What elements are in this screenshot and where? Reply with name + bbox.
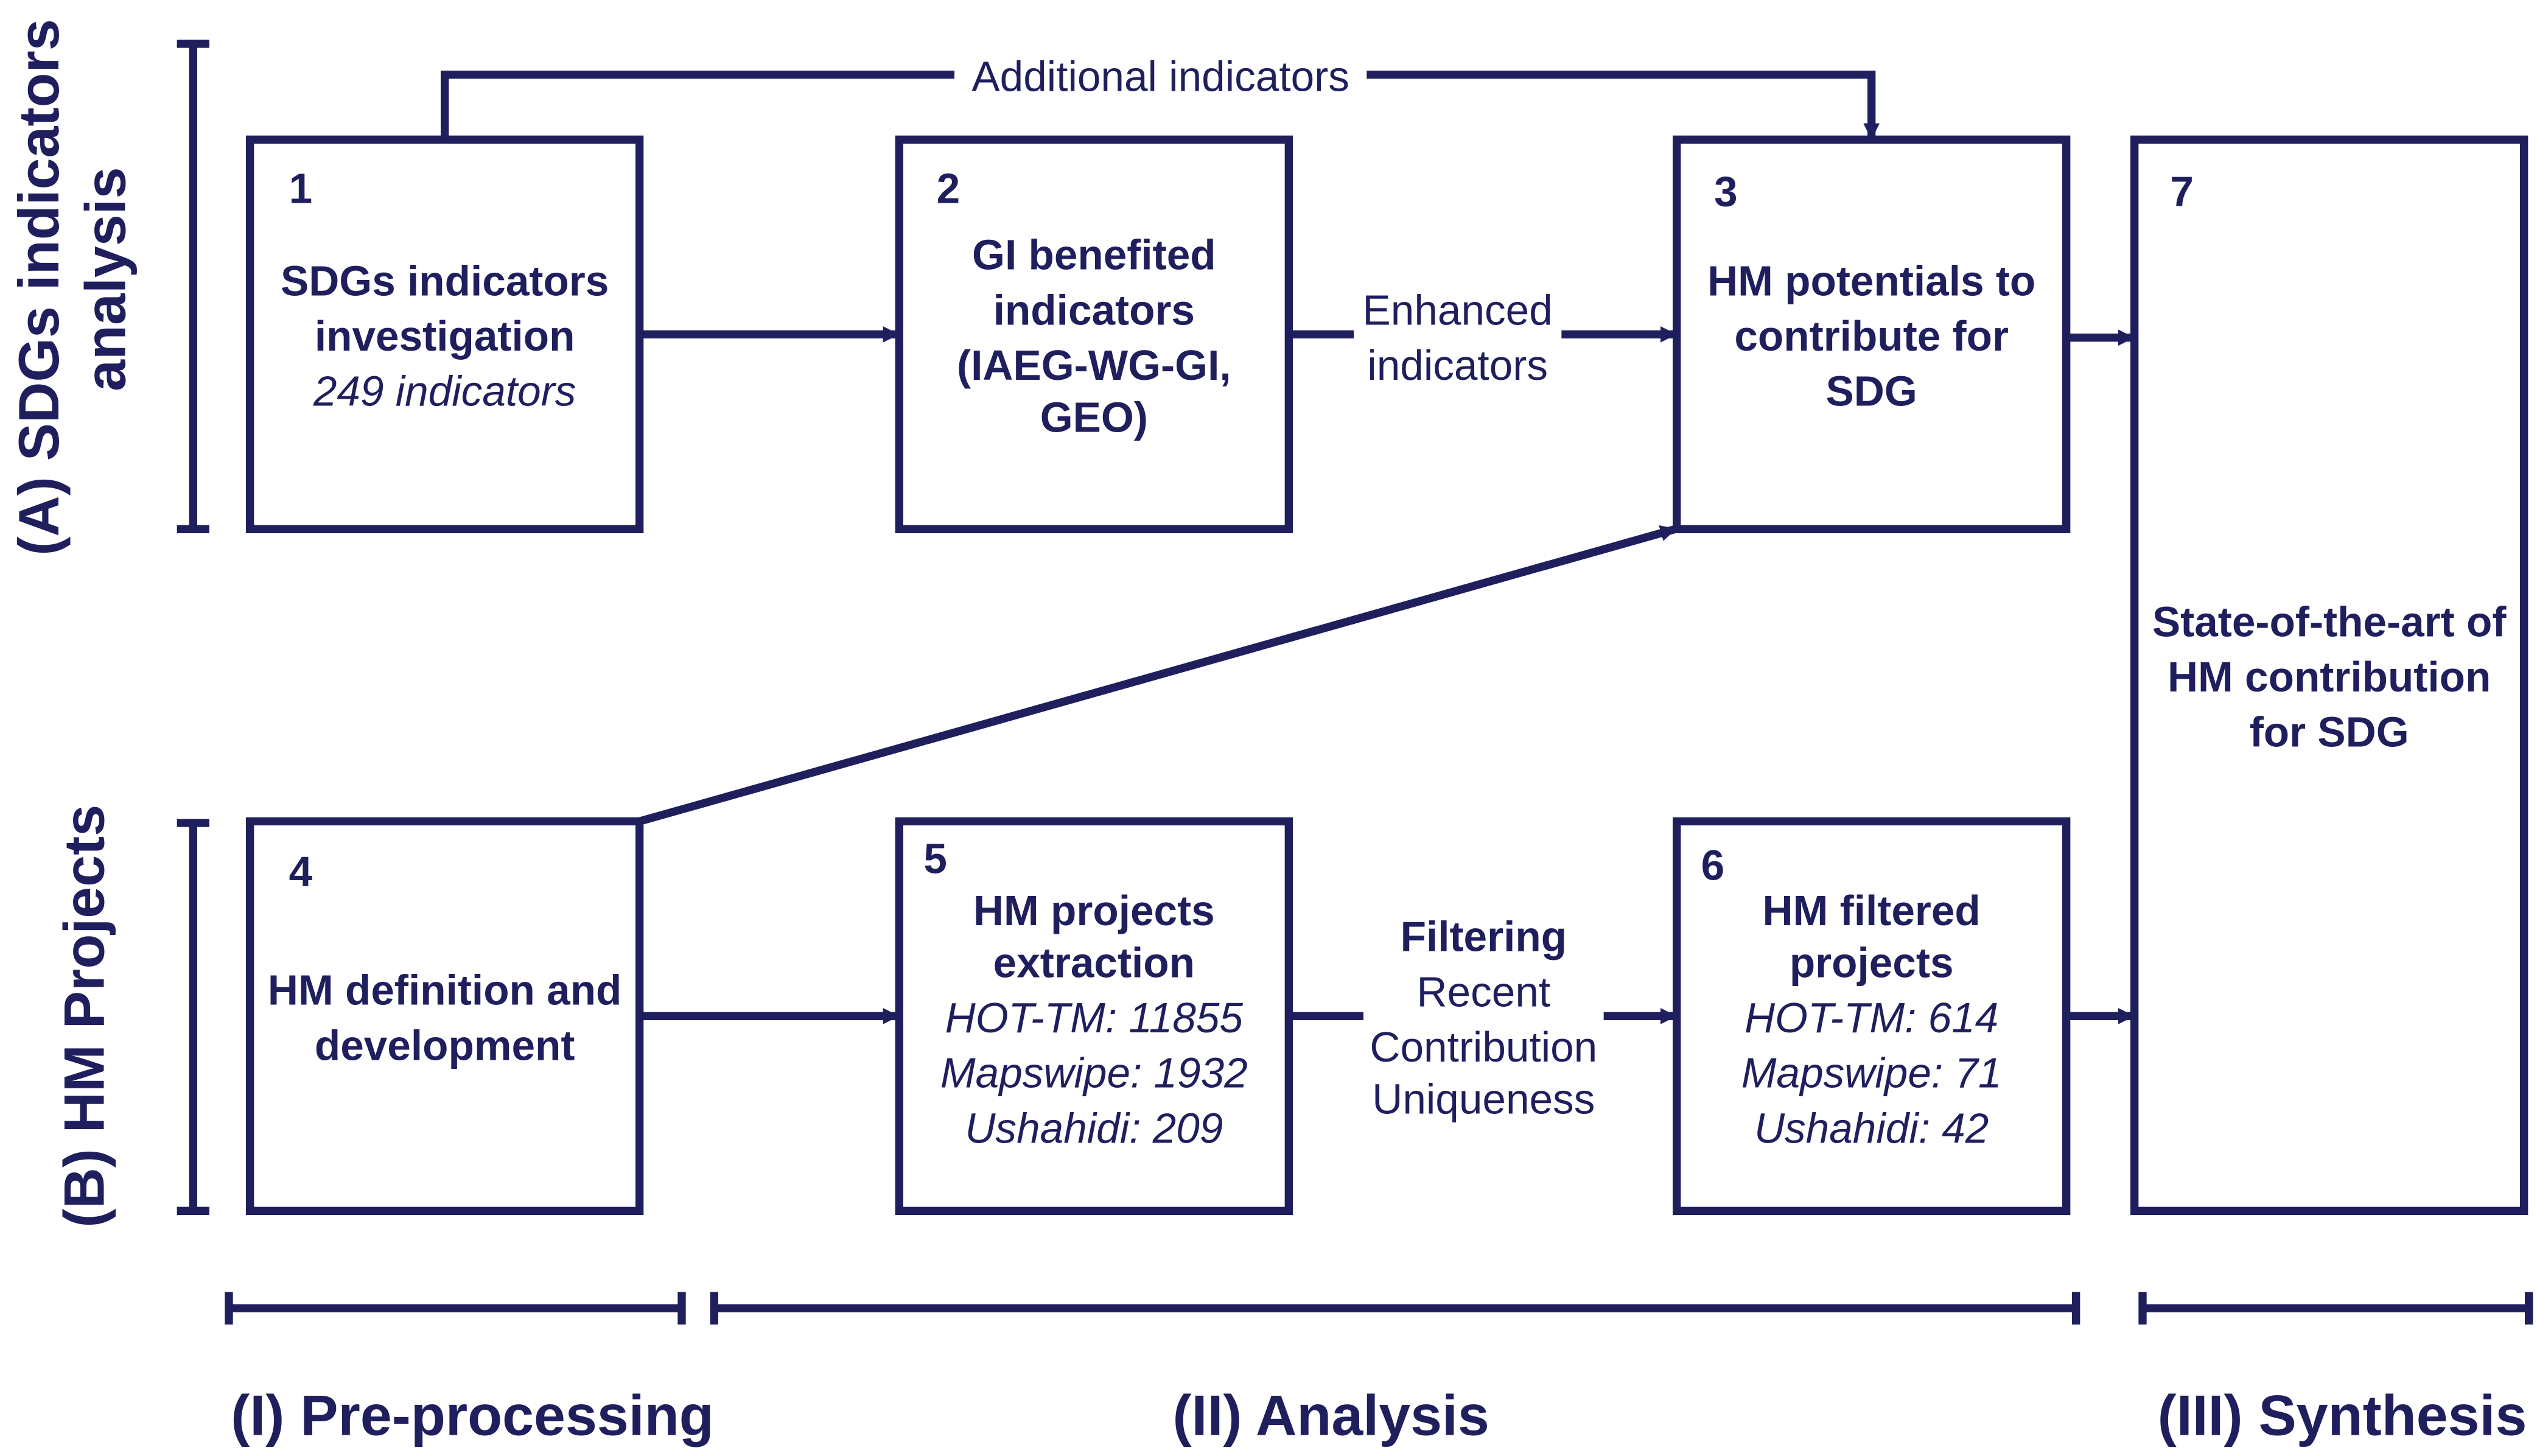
box-4-title-line1: HM definition and <box>268 967 622 1014</box>
box-3-number: 3 <box>1714 168 1738 215</box>
box-7-state-of-the-art: 7 State-of-the-art of HM contribution fo… <box>2130 135 2528 1215</box>
phase-label-preprocessing: (I) Pre-processing <box>231 1384 713 1447</box>
box-1-title-line1: SDGs indicators <box>281 257 609 304</box>
box-2-title-line3: (IAEG-WG-GI, <box>957 341 1231 389</box>
row-a-bracket <box>177 40 209 533</box>
phase-label-analysis: (II) Analysis <box>1172 1384 1489 1447</box>
box-3-title-line2: contribute for <box>1734 312 2009 360</box>
edge-label-filtering-uniqueness: Uniqueness <box>1372 1075 1595 1122</box>
edge-label-enhanced-line2: indicators <box>1367 341 1548 389</box>
box-6-number: 6 <box>1701 841 1725 889</box>
arrow-additional-left <box>441 71 954 140</box>
phase-bracket-synthesis <box>2138 1292 2533 1325</box>
row-a-label-line2: analysis <box>74 167 137 391</box>
box-6-detail-ushahidi: Ushahidi: 42 <box>1754 1104 1989 1152</box>
box-7-number: 7 <box>2170 168 2194 215</box>
arrow-additional-indicators <box>1366 71 1880 140</box>
box-5-hm-extraction: 5 HM projects extraction HOT-TM: 11855 M… <box>895 817 1293 1215</box>
phase-bracket-analysis <box>710 1292 2080 1325</box>
row-b-label: (B) HM Projects <box>53 805 116 1228</box>
edge-label-filtering-title: Filtering <box>1401 913 1567 961</box>
box-2-title-line4: GEO) <box>1040 393 1148 441</box>
phase-bracket-preprocessing <box>225 1292 686 1325</box>
row-b-bracket <box>177 819 209 1215</box>
box-6-title-line2: projects <box>1790 939 1954 986</box>
box-5-detail-mapswipe: Mapswipe: 1932 <box>940 1049 1248 1097</box>
edge-label-filtering-recent: Recent <box>1416 968 1550 1015</box>
box-6-title-line1: HM filtered <box>1763 887 1981 934</box>
box-7-title-line1: State-of-the-art of <box>2152 598 2507 645</box>
box-1-detail: 249 indicators <box>313 368 576 415</box>
box-1-sdgs-investigation: 1 SDGs indicators investigation 249 indi… <box>245 135 644 533</box>
box-5-title-line1: HM projects <box>973 887 1215 934</box>
box-6-detail-mapswipe: Mapswipe: 71 <box>1741 1049 2002 1097</box>
box-3-title-line1: HM potentials to <box>1707 257 2035 304</box>
row-a-label-line1: (A) SDGs indicators <box>7 19 71 556</box>
box-4-hm-definition: 4 HM definition and development <box>245 817 644 1215</box>
row-a-label: (A) SDGs indicators analysis <box>7 19 137 556</box>
box-7-title-line3: for SDG <box>2250 709 2409 756</box>
box-4-number: 4 <box>289 848 313 895</box>
box-5-detail-ushahidi: Ushahidi: 209 <box>965 1104 1223 1152</box>
box-5-detail-hot-tm: HOT-TM: 11855 <box>945 994 1244 1041</box>
box-4-title-line2: development <box>315 1021 575 1069</box>
box-7-title-line2: HM contribution <box>2168 653 2491 701</box>
edge-label-enhanced-line1: Enhanced <box>1363 286 1553 334</box>
phase-label-synthesis: (III) Synthesis <box>2158 1384 2527 1447</box>
box-2-gi-indicators: 2 GI benefited indicators (IAEG-WG-GI, G… <box>895 135 1293 533</box>
edge-label-additional-indicators: Additional indicators <box>971 52 1349 100</box>
box-6-hm-filtered: 6 HM filtered projects HOT-TM: 614 Mapsw… <box>1673 817 2071 1215</box>
box-3-hm-potentials: 3 HM potentials to contribute for SDG <box>1673 135 2071 533</box>
box-1-number: 1 <box>289 164 313 212</box>
box-2-title-line1: GI benefited <box>972 231 1216 279</box>
box-2-title-line2: indicators <box>993 286 1195 334</box>
box-5-number: 5 <box>923 835 947 883</box>
box-5-title-line2: extraction <box>993 939 1195 986</box>
box-1-title-line2: investigation <box>315 312 575 360</box>
edge-label-filtering-contribution: Contribution <box>1370 1023 1597 1071</box>
box-3-title-line3: SDG <box>1826 368 1917 415</box>
arrow-4-to-3 <box>638 525 1677 825</box>
box-2-number: 2 <box>937 164 961 212</box>
box-6-detail-hot-tm: HOT-TM: 614 <box>1744 994 1998 1041</box>
